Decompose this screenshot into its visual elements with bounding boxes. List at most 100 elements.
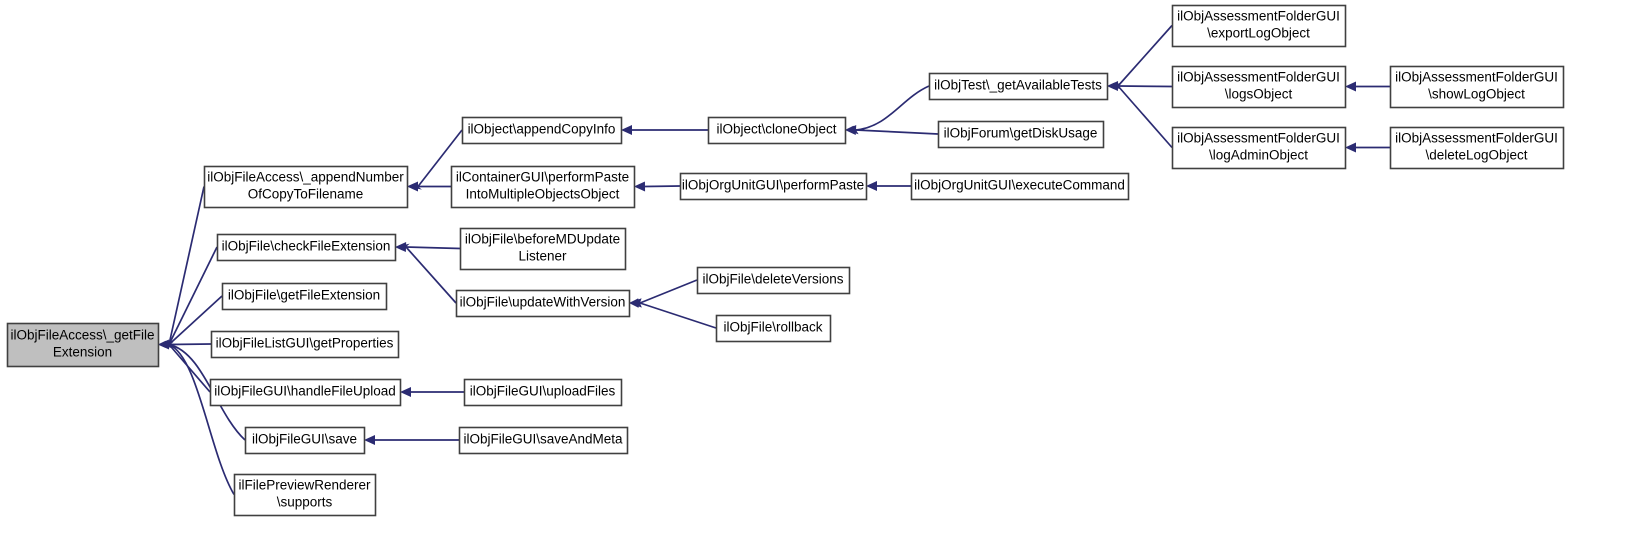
graph-node[interactable]: ilObjForum\getDiskUsage [937, 120, 1105, 149]
node-box[interactable] [455, 289, 631, 318]
arrowhead-icon [1345, 81, 1356, 92]
node-box[interactable] [463, 378, 623, 407]
graph-node[interactable]: ilObjOrgUnitGUI\executeCommand [910, 172, 1130, 201]
graph-node[interactable]: ilObjFile\checkFileExtension [216, 233, 397, 262]
graph-node[interactable]: ilObjFileListGUI\getProperties [210, 330, 400, 359]
arrowhead-icon [634, 181, 646, 192]
node-box-root[interactable] [6, 322, 160, 368]
call-edge [407, 181, 451, 192]
node-box[interactable] [707, 116, 847, 145]
arrowhead-icon [629, 298, 642, 308]
node-label: ilFilePreviewRenderer [238, 478, 371, 493]
node-box[interactable] [1389, 65, 1565, 109]
node-label: ilObjFileGUI\uploadFiles [470, 384, 616, 399]
node-box[interactable] [450, 165, 636, 209]
node-label: ilObjFile\getFileExtension [228, 288, 380, 303]
graph-node[interactable]: ilObjFile\getFileExtension [221, 282, 388, 311]
node-label: ilObjFile\rollback [723, 320, 822, 335]
call-edge [158, 342, 235, 495]
node-box[interactable] [209, 378, 402, 407]
node-box[interactable] [910, 172, 1130, 201]
call-edge [845, 85, 930, 135]
graph-node[interactable]: ilObjFile\deleteVersions [696, 266, 851, 295]
graph-node[interactable]: ilContainerGUI\performPasteIntoMultipleO… [450, 165, 636, 209]
call-edge [845, 125, 939, 135]
node-label: ilObjAssessmentFolderGUI [1177, 70, 1340, 85]
graph-node[interactable]: ilObjFile\rollback [715, 314, 832, 343]
node-box[interactable] [459, 227, 627, 271]
graph-node[interactable]: ilObjFileGUI\uploadFiles [463, 378, 623, 407]
node-label: ilObjForum\getDiskUsage [944, 126, 1098, 141]
graph-node[interactable]: ilFilePreviewRenderer \supports [233, 473, 377, 517]
node-label: \deleteLogObject [1425, 148, 1527, 163]
arrowhead-icon [395, 243, 410, 251]
node-label: ilObjTest\_getAvailableTests [934, 78, 1102, 93]
node-box[interactable] [461, 116, 623, 145]
node-label: ilObject\appendCopyInfo [468, 122, 616, 137]
node-label: ilObjAssessmentFolderGUI [1395, 131, 1558, 146]
node-box[interactable] [937, 120, 1105, 149]
call-edge [629, 298, 717, 329]
node-label: IntoMultipleObjectsObject [466, 187, 620, 202]
call-edge [1345, 142, 1390, 153]
node-label: ilObjFileAccess\_appendNumber [207, 170, 404, 185]
graph-node[interactable]: ilObjOrgUnitGUI\performPaste [679, 172, 868, 201]
node-box[interactable] [715, 314, 832, 343]
call-edge [158, 341, 211, 393]
node-box[interactable] [221, 282, 388, 311]
node-box[interactable] [203, 165, 409, 209]
node-label: ilObjFile\beforeMDUpdate [465, 232, 620, 247]
node-box[interactable] [233, 473, 377, 517]
graph-node[interactable]: ilObject\appendCopyInfo [461, 116, 623, 145]
call-edge [395, 243, 457, 304]
graph-node[interactable]: ilObjFileGUI\handleFileUpload [209, 378, 402, 407]
arrowhead-icon [621, 125, 632, 135]
node-label: ilObjFileListGUI\getProperties [216, 336, 394, 351]
nodes-layer: ilObjFileAccess\_getFileExtensionilObjFi… [6, 4, 1565, 517]
node-label: Extension [53, 345, 112, 360]
node-label: ilObjFileAccess\_getFile [10, 328, 154, 343]
graph-node[interactable]: ilObjAssessmentFolderGUI\showLogObject [1389, 65, 1565, 109]
node-label: ilObjOrgUnitGUI\performPaste [682, 178, 864, 193]
arrowhead-icon [400, 387, 411, 397]
node-box[interactable] [696, 266, 851, 295]
node-label: \logsObject [1225, 87, 1293, 102]
node-box[interactable] [216, 233, 397, 262]
node-box[interactable] [1171, 4, 1347, 48]
graph-node[interactable]: ilObjAssessmentFolderGUI \logsObject [1171, 65, 1347, 109]
arrowhead-icon [845, 125, 857, 135]
node-box[interactable] [1389, 126, 1565, 170]
arrowhead-icon [158, 342, 174, 347]
node-box[interactable] [1171, 65, 1347, 109]
graph-node[interactable]: ilObjTest\_getAvailableTests [928, 72, 1109, 101]
node-label: ilObjAssessmentFolderGUI [1177, 9, 1340, 24]
node-box[interactable] [210, 330, 400, 359]
graph-node[interactable]: ilObjFileAccess\_appendNumberOfCopyToFil… [203, 165, 409, 209]
call-edge [621, 125, 708, 135]
graph-node[interactable]: ilObjFileGUI\save [244, 426, 366, 455]
node-box[interactable] [458, 426, 629, 455]
graph-node[interactable]: ilObjAssessmentFolderGUI\logAdminObject [1171, 126, 1347, 170]
node-label: \supports [277, 495, 333, 510]
node-box[interactable] [1171, 126, 1347, 170]
graph-node[interactable]: ilObjAssessmentFolderGUI \deleteLogObject [1389, 126, 1565, 170]
graph-node[interactable]: ilObjAssessmentFolderGUI\exportLogObject [1171, 4, 1347, 48]
node-label: ilObjFile\deleteVersions [702, 272, 843, 287]
graph-node[interactable]: ilObject\cloneObject [707, 116, 847, 145]
node-label: ilObjAssessmentFolderGUI [1395, 70, 1558, 85]
call-edge [1107, 24, 1173, 90]
graph-node[interactable]: ilObjFileAccess\_getFileExtension [6, 322, 160, 368]
call-edge [866, 181, 911, 191]
graph-node[interactable]: ilObjFile\updateWithVersion [455, 289, 631, 318]
node-label: ilObject\cloneObject [716, 122, 836, 137]
node-box[interactable] [928, 72, 1109, 101]
call-edge [1345, 81, 1390, 92]
node-label: ilObjFileGUI\save [252, 432, 357, 447]
arrowhead-icon [364, 435, 375, 445]
node-box[interactable] [244, 426, 366, 455]
node-box[interactable] [679, 172, 868, 201]
graph-node[interactable]: ilObjFileGUI\saveAndMeta [458, 426, 629, 455]
